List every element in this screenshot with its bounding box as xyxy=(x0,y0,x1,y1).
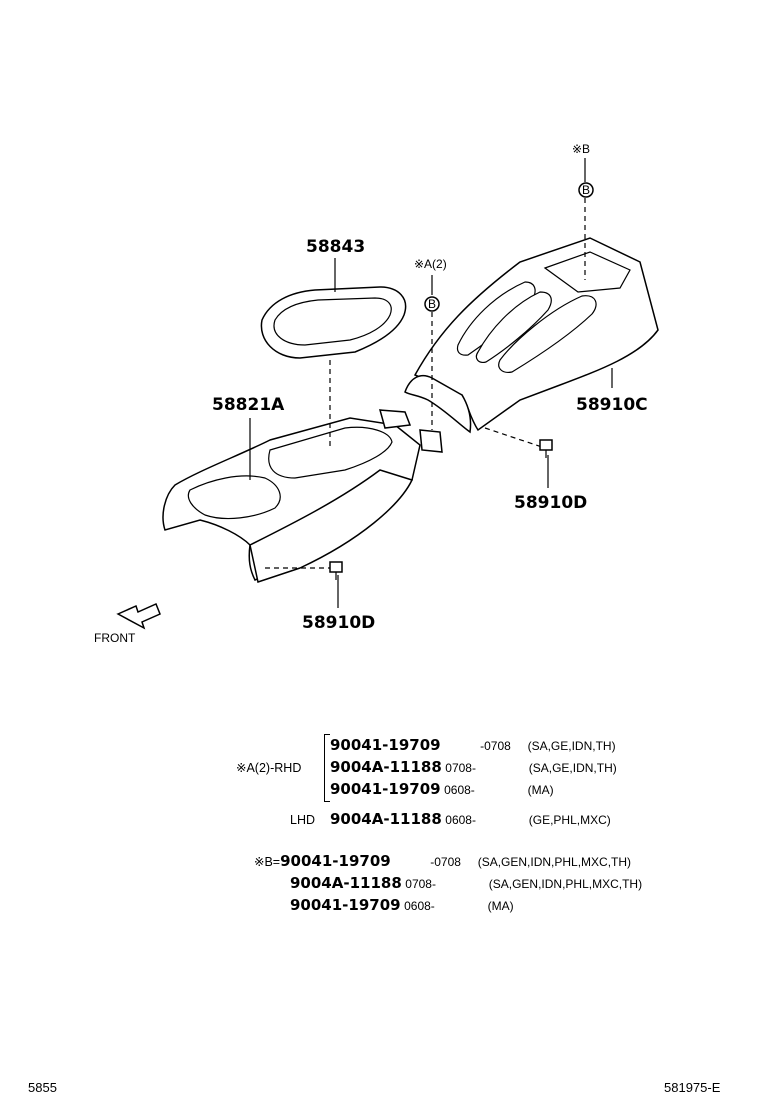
footer-reference: 581975-E xyxy=(664,1080,721,1095)
circle-b-marker-a xyxy=(424,296,440,312)
table-row: 9004A-11188 0708- (SA,GEN,IDN,PHL,MXC,TH… xyxy=(290,874,643,892)
table-row: 9004A-11188 0708- (SA,GE,IDN,TH) xyxy=(330,758,617,776)
table-row: ※B=90041-19709 -0708 (SA,GEN,IDN,PHL,MXC… xyxy=(254,852,632,870)
callout-58910c[interactable]: 58910C xyxy=(576,395,648,415)
clip-58910d-bottom xyxy=(329,561,343,580)
circle-b1-label: B xyxy=(428,297,436,311)
note-b-label: ※B xyxy=(572,142,590,156)
table-b-marker: ※B= xyxy=(254,855,281,869)
callout-58821a[interactable]: 58821A xyxy=(212,395,285,415)
table-a-marker: ※A(2) xyxy=(236,761,271,775)
table-row: 90041-19709 -0708 (SA,GE,IDN,TH) xyxy=(330,736,616,754)
table-row: 90041-19709 0608- (MA) xyxy=(290,896,514,914)
rear-console-box[interactable] xyxy=(404,237,659,434)
note-a-label: ※A(2) xyxy=(414,257,447,271)
table-a-rhd: RHD xyxy=(274,761,302,775)
table-row: 90041-19709 0608- (MA) xyxy=(330,780,554,798)
callout-58843[interactable]: 58843 xyxy=(306,237,365,257)
table-a-lhd: LHD xyxy=(290,813,316,827)
front-label: FRONT xyxy=(94,631,136,645)
table-a-bracket xyxy=(324,734,330,802)
clip-58910d-right xyxy=(539,439,553,458)
circle-b2-label: B xyxy=(582,183,590,197)
front-console[interactable] xyxy=(162,409,443,583)
console-panel[interactable] xyxy=(260,286,407,359)
parts-diagram: B B FRONT 58843 58821A 58910C 58910D 589… xyxy=(94,142,659,645)
front-arrow-icon xyxy=(116,602,161,630)
callout-58910d-bottom[interactable]: 58910D xyxy=(302,613,375,633)
circle-b-marker-b xyxy=(578,182,594,198)
callout-58910d-right[interactable]: 58910D xyxy=(514,493,587,513)
footer-page-number: 5855 xyxy=(28,1080,57,1095)
